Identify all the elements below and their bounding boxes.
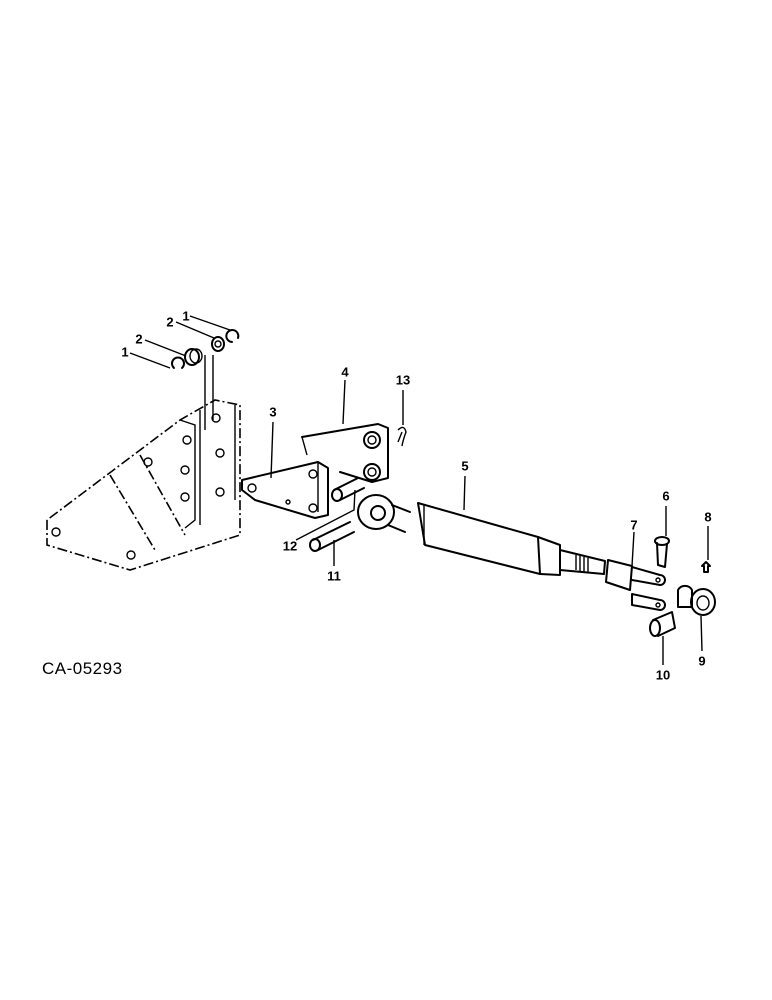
bracket-4: [301, 423, 389, 483]
figure-reference-id: CA-05293: [42, 659, 123, 678]
small-parts: [649, 536, 716, 637]
callout-1: 1: [182, 308, 190, 324]
callout-8: 8: [704, 509, 712, 525]
callout-2: 2: [166, 314, 174, 330]
pins: [309, 426, 407, 552]
callout-13: 13: [395, 372, 411, 388]
callout-1: 1: [121, 344, 129, 360]
bracket-3: [241, 461, 329, 519]
callout-4: 4: [341, 364, 349, 380]
callout-7: 7: [630, 517, 638, 533]
callout-5: 5: [461, 458, 469, 474]
callout-2: 2: [135, 331, 143, 347]
clevis-7: [605, 559, 666, 611]
callout-12: 12: [282, 538, 298, 554]
snap-rings-bushings: [171, 329, 240, 369]
callout-11: 11: [327, 568, 341, 584]
mounting-plate: [46, 355, 241, 571]
cylinder-5: [357, 494, 606, 576]
callout-9: 9: [698, 653, 706, 669]
leader-lines: [129, 315, 709, 665]
callout-10: 10: [655, 667, 671, 683]
callout-6: 6: [662, 488, 670, 504]
callout-3: 3: [269, 404, 277, 420]
